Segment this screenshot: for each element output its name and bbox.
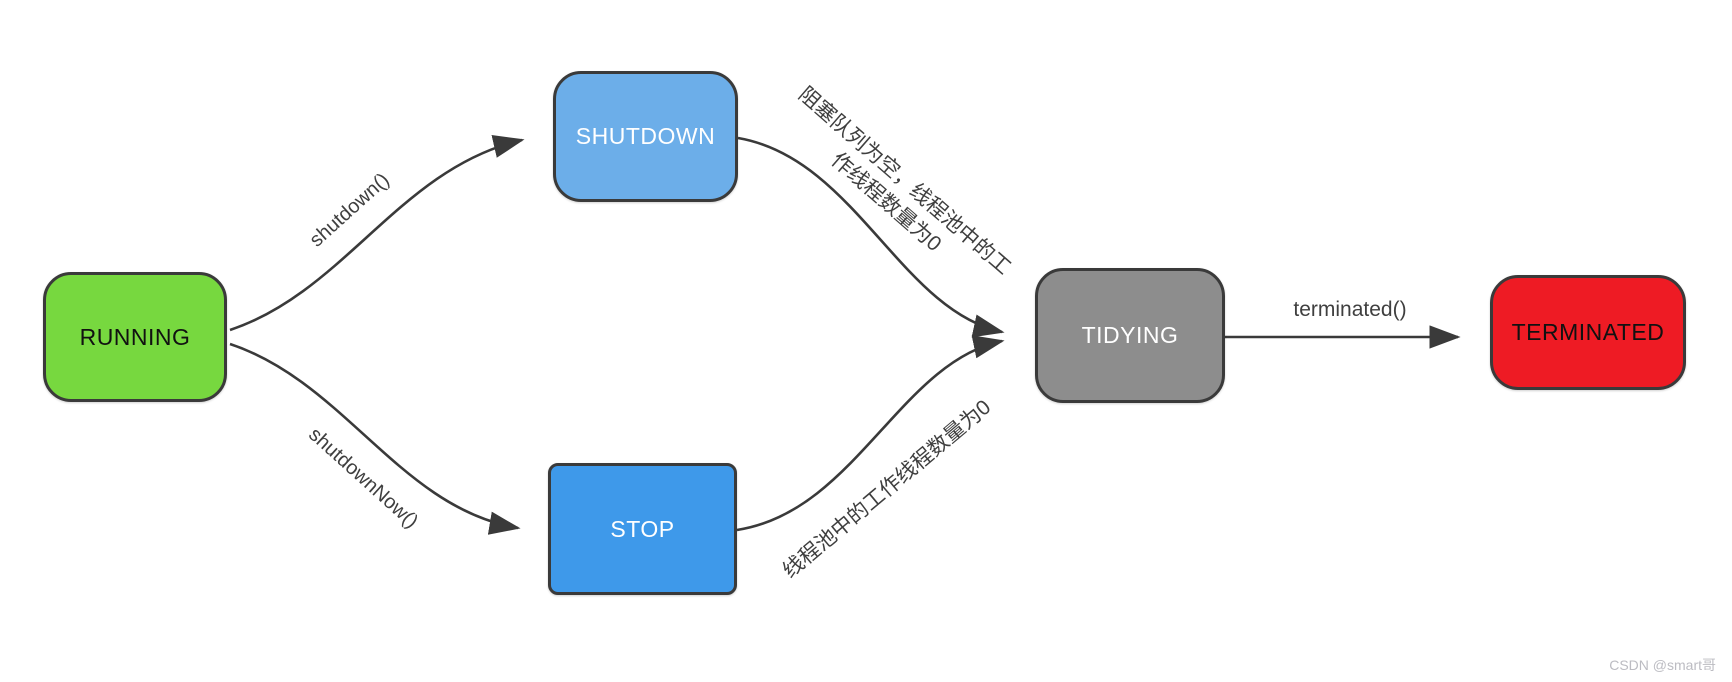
state-node-terminated: TERMINATED [1490, 275, 1686, 390]
edge-shutdown-to-tidying-arrow [737, 136, 1005, 338]
edge-label-terminated: terminated() [1293, 298, 1407, 321]
edge-running-to-shutdown-arrow [229, 135, 525, 332]
state-node-shutdown: SHUTDOWN [553, 71, 738, 202]
state-node-running: RUNNING [43, 272, 227, 402]
state-node-stop: STOP [548, 463, 737, 595]
state-node-label: STOP [610, 515, 675, 542]
state-node-tidying: TIDYING [1035, 268, 1225, 403]
watermark-text: CSDN @smart哥 [1609, 657, 1716, 673]
state-node-label: SHUTDOWN [575, 123, 716, 149]
state-node-label: RUNNING [79, 323, 191, 350]
edge-running-to-stop-arrow [229, 342, 521, 535]
edge-stop-to-tidying-arrow [736, 335, 1005, 532]
state-node-label: TERMINATED [1511, 319, 1665, 345]
state-node-label: TIDYING [1081, 322, 1179, 348]
